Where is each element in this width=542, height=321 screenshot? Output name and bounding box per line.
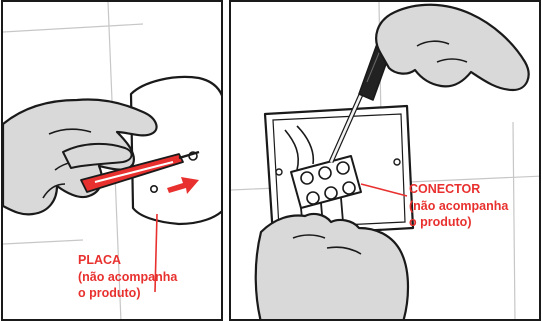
hand-icon: [376, 5, 528, 90]
placa-callout-note-line-1: (não acompanha: [78, 269, 177, 286]
placa-callout-note-line-2: o produto): [78, 285, 177, 302]
conector-callout-note-line-2: o produto): [409, 214, 508, 231]
conector-callout-note-line-1: (não acompanha: [409, 198, 508, 215]
panel-screw-connector: [229, 0, 541, 321]
placa-callout-title: PLACA: [78, 252, 177, 269]
conector-callout: CONECTOR (não acompanha o produto): [409, 181, 508, 231]
placa-callout: PLACA (não acompanha o produto): [78, 252, 177, 302]
panel-screw-connector-drawing: [231, 2, 541, 321]
conector-callout-title: CONECTOR: [409, 181, 508, 198]
wall-plate-icon: [131, 77, 223, 224]
